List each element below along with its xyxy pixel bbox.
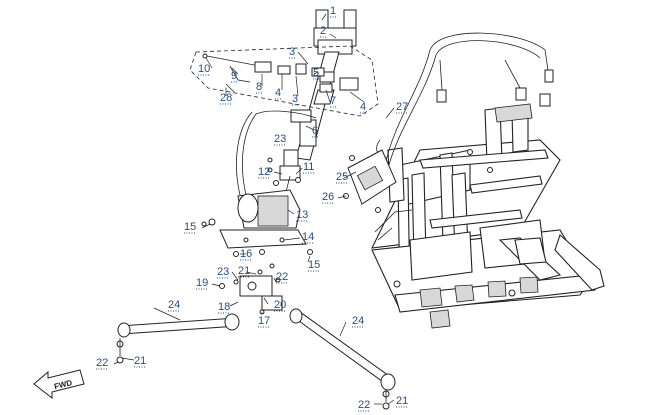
callout-22: 22 [358, 399, 370, 411]
eps-controller [343, 149, 397, 213]
power-steering-unit [201, 110, 317, 257]
callout-16: 16 [240, 248, 252, 260]
vehicle-frame [371, 103, 605, 329]
callout-21: 21 [396, 395, 408, 407]
callout-23: 23 [217, 266, 229, 278]
callout-23: 23 [274, 133, 286, 145]
callout-22: 22 [96, 357, 108, 369]
callout-9: 9 [231, 70, 237, 82]
tie-rod-right [289, 308, 396, 410]
callout-14: 14 [302, 231, 314, 243]
callout-19: 19 [196, 277, 208, 289]
callout-12: 12 [258, 166, 270, 178]
callout-15: 15 [184, 221, 196, 233]
leader-lines [113, 13, 395, 405]
callout-24: 24 [168, 299, 180, 311]
callout-8: 8 [256, 81, 262, 93]
callout-2: 2 [320, 25, 326, 37]
callout-13: 13 [296, 209, 308, 221]
callout-7: 7 [330, 95, 336, 107]
forward-direction-arrow: FWD [33, 369, 85, 400]
callout-21: 21 [134, 355, 146, 367]
callout-6: 6 [312, 125, 318, 137]
callout-10: 10 [198, 63, 210, 75]
callout-18: 18 [218, 301, 230, 313]
callout-17: 17 [258, 315, 270, 327]
pitman-linkage [219, 263, 283, 315]
callout-4: 4 [275, 87, 281, 99]
callout-24: 24 [352, 315, 364, 327]
tie-rod-left [116, 313, 240, 364]
callout-3: 3 [292, 93, 298, 105]
callout-4: 4 [360, 101, 366, 113]
callout-25: 25 [336, 171, 348, 183]
callout-labels: 1233445678910111213141515161718192021212… [96, 5, 409, 412]
callout-22: 22 [276, 271, 288, 283]
callout-11: 11 [303, 161, 314, 173]
callout-1: 1 [330, 5, 336, 17]
callout-5: 5 [313, 67, 319, 79]
callout-21: 21 [238, 265, 250, 277]
callout-27: 27 [396, 101, 408, 113]
callout-20: 20 [274, 299, 286, 311]
callout-15: 15 [308, 259, 320, 271]
callout-28: 28 [220, 92, 232, 104]
fwd-label: FWD [53, 378, 73, 391]
callout-3: 3 [289, 46, 295, 58]
callout-26: 26 [322, 191, 334, 203]
